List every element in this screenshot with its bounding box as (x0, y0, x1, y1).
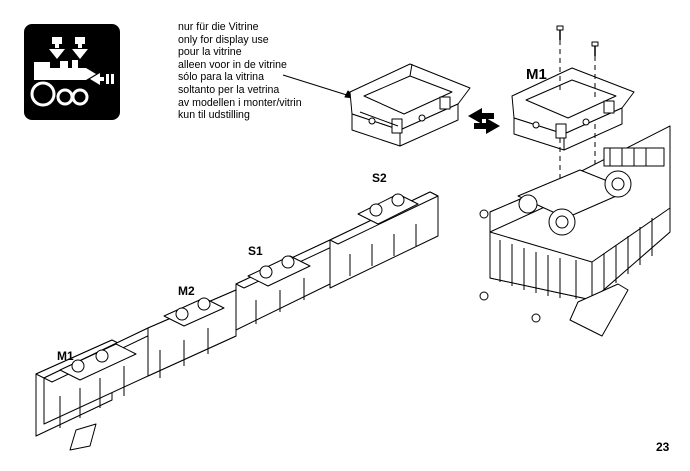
notice-line-da: kun til udstilling (178, 109, 250, 122)
screw-left (556, 25, 564, 40)
articulated-train (35, 191, 439, 451)
notice-line-it: soltanto per la vetrina (178, 83, 280, 96)
train-section-s2 (329, 191, 439, 289)
upturned-locomotive (479, 125, 671, 337)
notice-line-de: nur für die Vitrine (178, 21, 259, 33)
display-only-notice: nur für die Vitrine only for display use… (178, 21, 378, 122)
pointer-line (282, 74, 351, 97)
notice-line-fr: pour la vitrine (178, 46, 242, 59)
screw-right (591, 41, 599, 56)
label-m2: M2 (178, 284, 195, 298)
notice-line-es: sólo para la vitrina (178, 71, 264, 84)
display-bogie-frame (349, 63, 471, 147)
notice-line-en: only for display use (178, 33, 269, 46)
label-m1: M1 (57, 349, 74, 363)
train-section-s1 (235, 239, 339, 331)
notice-line-nl: alleen voor in de vitrine (178, 58, 287, 71)
notice-line-sv: av modellen i monter/vitrin (178, 96, 302, 109)
locomotive-lights-icon (24, 24, 120, 120)
m1-bogie-frame (511, 67, 635, 151)
label-m1-top: M1 (526, 66, 547, 83)
page-number: 23 (656, 440, 670, 454)
label-s2: S2 (372, 171, 387, 185)
train-section-m2 (147, 289, 237, 377)
label-s1: S1 (248, 244, 263, 258)
swap-arrows-icon (468, 108, 500, 134)
